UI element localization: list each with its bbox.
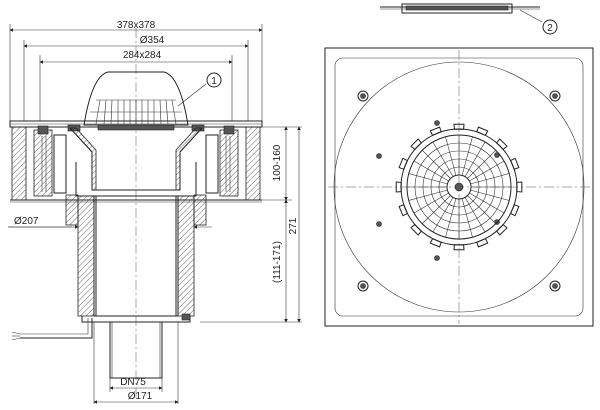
grate-spoke xyxy=(408,173,448,185)
plan-outer-square xyxy=(324,47,594,327)
grate-tab xyxy=(476,237,489,248)
insulation-left xyxy=(11,126,27,201)
sleeve-right xyxy=(219,129,239,197)
domed-grate xyxy=(83,71,189,126)
grate-spoke xyxy=(464,197,486,233)
dim-base-diameter: Ø171 xyxy=(128,391,153,402)
grate-tab xyxy=(509,157,520,170)
grate-spoke xyxy=(422,195,451,224)
grate-tab xyxy=(398,157,409,170)
callout-1 xyxy=(206,72,222,88)
grate-tab xyxy=(453,123,465,130)
grate-spoke xyxy=(470,189,510,201)
grate-spoke xyxy=(464,141,486,177)
dim-grate-square: 284x284 xyxy=(123,50,162,61)
grate-tab xyxy=(476,126,489,137)
grate-tab xyxy=(410,223,423,236)
heating-cable xyxy=(20,318,93,339)
grate-tab xyxy=(398,204,409,217)
callout-2-label: 2 xyxy=(547,23,553,34)
dim-upper-range: 100-160 xyxy=(272,144,283,181)
grate-spoke xyxy=(422,150,451,179)
grate-spoke xyxy=(445,136,457,176)
section-view: 378x378 Ø354 284x284 Ø207 DN75 Ø171 100 xyxy=(8,20,302,404)
grate-spoke xyxy=(413,160,449,182)
dim-body-diameter: Ø207 xyxy=(14,216,39,227)
plan-grate xyxy=(395,123,523,251)
dim-lower-range: (111-171) xyxy=(272,241,283,283)
sleeve-left xyxy=(33,129,53,197)
grate-screws xyxy=(376,120,500,261)
dim-flange-square: 378x378 xyxy=(117,20,156,31)
grate-spoke xyxy=(445,198,457,238)
grate-spoke xyxy=(461,198,473,238)
grate-spoke xyxy=(470,173,510,185)
dim-outlet: DN75 xyxy=(120,377,146,388)
pipe-insulation-right xyxy=(177,195,195,317)
grate-spoke xyxy=(408,189,448,201)
grate-tab xyxy=(453,244,465,251)
grate-spoke xyxy=(469,192,505,214)
outlet-pipe xyxy=(109,321,163,379)
grate-spoke xyxy=(432,141,454,177)
grate-tab xyxy=(495,223,508,236)
grate-tab xyxy=(509,204,520,217)
plan-view xyxy=(324,47,594,327)
dim-flange-diameter: Ø354 xyxy=(140,35,165,46)
grate-spoke xyxy=(469,160,505,182)
grate-tab xyxy=(395,181,402,193)
grate-tab xyxy=(429,237,442,248)
plate-edge-view: 2 xyxy=(380,3,558,35)
grate-tab xyxy=(516,181,523,193)
callout-2 xyxy=(542,19,558,35)
pipe-insulation-left xyxy=(77,195,95,317)
grate-spoke xyxy=(467,150,496,179)
grate-spoke xyxy=(432,197,454,233)
grate-spoke xyxy=(461,136,473,176)
grate-tab xyxy=(410,138,423,151)
dim-total-height: 271 xyxy=(288,217,299,234)
corner-bolts xyxy=(357,90,561,292)
grate-spoke xyxy=(413,192,449,214)
insulation-right xyxy=(245,126,261,201)
callout-1-label: 1 xyxy=(211,76,217,87)
grate-tab xyxy=(429,126,442,137)
grate-spoke xyxy=(467,195,496,224)
grate-tab xyxy=(495,138,508,151)
